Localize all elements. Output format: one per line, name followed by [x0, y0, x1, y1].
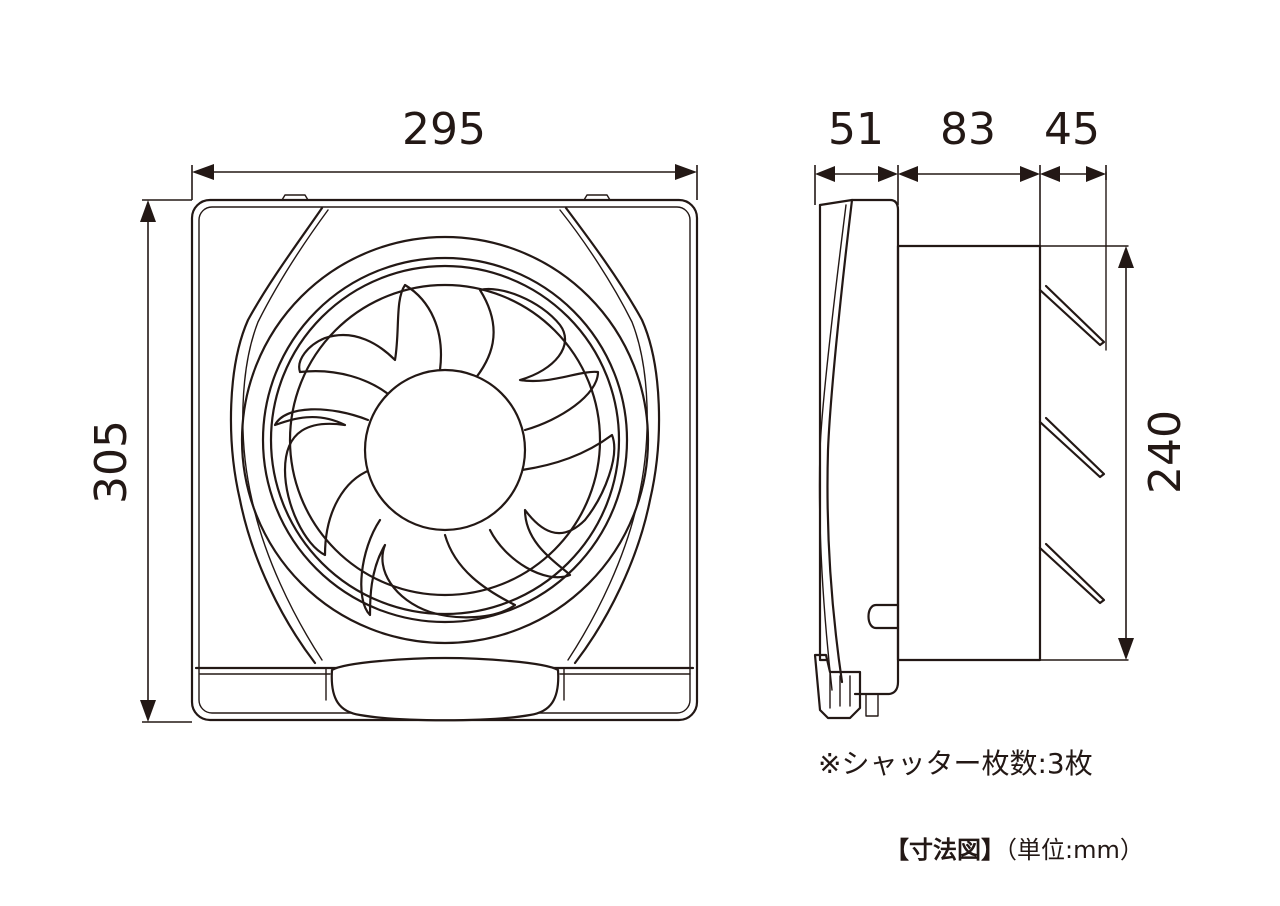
dim-height-305: 305 — [86, 420, 137, 504]
shutter-count-note: ※シャッター枚数:3枚 — [818, 747, 1093, 780]
fan-blade — [273, 408, 372, 557]
dimension-lines — [140, 164, 1134, 723]
front-view — [190, 194, 699, 722]
arrow-head — [1118, 638, 1134, 660]
shroud-ring-outer — [261, 256, 629, 624]
arrow-head — [898, 166, 918, 182]
fan-blade — [298, 283, 442, 400]
shutter-blade — [1038, 284, 1106, 347]
outer-ring — [240, 235, 650, 645]
shutter-blade — [1038, 542, 1106, 605]
top-tab-right — [583, 194, 611, 201]
arrow-head — [1086, 166, 1106, 182]
dim-depth-51: 51 — [828, 104, 884, 155]
drawing-title: 【寸法図】 — [885, 836, 1005, 864]
dim-shutter-240: 240 — [1140, 410, 1191, 494]
fan-blades — [273, 283, 616, 619]
side-latch — [813, 653, 862, 720]
fan-ring — [288, 283, 602, 597]
side-body — [896, 244, 1042, 662]
arrow-head — [878, 166, 898, 182]
arrow-head — [675, 164, 697, 180]
side-front-cover — [818, 198, 900, 696]
fan-hub — [363, 368, 527, 532]
side-latch-inner — [829, 671, 879, 717]
side-front-face — [826, 198, 854, 684]
fan-blade — [360, 518, 517, 619]
shutter-blades — [1038, 284, 1106, 605]
side-view — [813, 171, 1129, 720]
arrow-head — [140, 200, 156, 222]
side-front-edge — [818, 203, 828, 662]
units-note: 【寸法図】（単位:mm） — [885, 830, 1144, 865]
arrow-head — [140, 700, 156, 722]
flange-left — [229, 206, 324, 665]
pull-handle — [330, 656, 560, 722]
arrow-head — [1118, 246, 1134, 268]
arrow-head — [1040, 166, 1060, 182]
dim-depth-45: 45 — [1044, 104, 1100, 155]
unit-label: （単位:mm） — [1005, 836, 1144, 864]
dim-width-295: 295 — [402, 104, 486, 155]
flange-right — [564, 206, 661, 665]
arrow-head — [1020, 166, 1040, 182]
shroud-ring-inner — [269, 264, 621, 616]
shutter-blade — [1038, 416, 1106, 479]
dim-depth-83: 83 — [940, 104, 996, 155]
arrow-head — [192, 164, 214, 180]
fan-blade — [488, 433, 616, 579]
top-tab-left — [281, 194, 309, 201]
side-small-tab — [867, 603, 900, 630]
fan-blade — [468, 287, 600, 432]
flange-right-inner — [559, 209, 648, 661]
arrow-head — [815, 166, 835, 182]
flange-left-inner — [242, 209, 329, 661]
